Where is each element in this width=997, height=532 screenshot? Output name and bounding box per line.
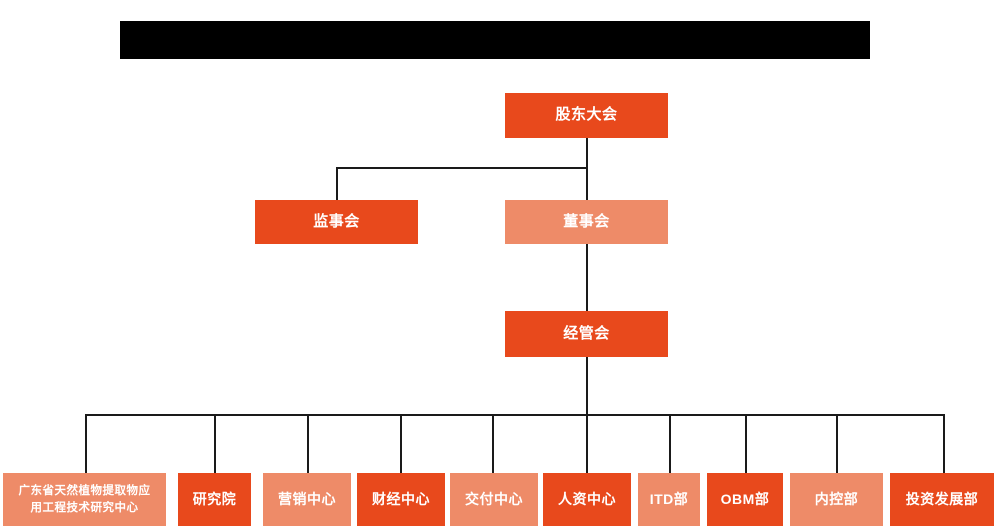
node-label-obm-department: OBM部 — [720, 490, 770, 507]
node-label-marketing-center: 营销中心 — [278, 490, 336, 507]
connector-drop-guangdong-research-center — [85, 414, 87, 473]
node-management-committee[interactable]: 经管会 — [505, 311, 668, 357]
connector-shareholders-stem — [586, 138, 588, 168]
node-delivery-center[interactable]: 交付中心 — [450, 473, 538, 526]
connector-level1-bus — [336, 167, 588, 169]
node-label-research-institute: 研究院 — [192, 490, 237, 507]
node-label-line-2: 用工程技术研究中心 — [30, 501, 139, 514]
node-label-finance-center: 财经中心 — [372, 490, 430, 507]
connector-drop-internal-control-department — [836, 414, 838, 473]
node-supervisory-board[interactable]: 监事会 — [255, 200, 418, 244]
node-research-institute[interactable]: 研究院 — [178, 473, 251, 526]
node-guangdong-research-center[interactable]: 广东省天然植物提取物应 用工程技术研究中心 — [3, 473, 166, 526]
connector-drop-research-institute — [214, 414, 216, 473]
node-marketing-center[interactable]: 营销中心 — [263, 473, 351, 526]
node-label-management-committee: 经管会 — [563, 324, 610, 342]
node-shareholders-meeting[interactable]: 股东大会 — [505, 93, 668, 138]
connector-drop-hr-center — [586, 414, 588, 473]
connector-drop-itd-department — [669, 414, 671, 473]
connector-directors-drop — [586, 167, 588, 200]
node-label-itd-department: ITD部 — [649, 490, 689, 507]
node-label-delivery-center: 交付中心 — [465, 490, 523, 507]
connector-directors-to-management — [586, 243, 588, 311]
node-label-internal-control-department: 内控部 — [814, 490, 859, 507]
connector-drop-obm-department — [745, 414, 747, 473]
node-label-supervisory-board: 监事会 — [313, 212, 360, 230]
node-label-investment-development-department: 投资发展部 — [905, 490, 979, 507]
node-itd-department[interactable]: ITD部 — [638, 473, 700, 526]
connector-management-stem — [586, 357, 588, 415]
node-hr-center[interactable]: 人资中心 — [543, 473, 631, 526]
node-obm-department[interactable]: OBM部 — [707, 473, 783, 526]
node-investment-development-department[interactable]: 投资发展部 — [890, 473, 994, 526]
connector-drop-marketing-center — [307, 414, 309, 473]
connector-supervisory-drop — [336, 167, 338, 200]
node-label-hr-center: 人资中心 — [558, 490, 616, 507]
node-board-of-directors[interactable]: 董事会 — [505, 200, 668, 244]
node-internal-control-department[interactable]: 内控部 — [790, 473, 883, 526]
node-label-shareholders-meeting: 股东大会 — [555, 106, 618, 124]
redacted-title-banner — [120, 21, 870, 59]
node-label-guangdong-research-center: 广东省天然植物提取物应 用工程技术研究中心 — [3, 483, 166, 516]
node-label-board-of-directors: 董事会 — [563, 212, 610, 230]
connector-level4-bus — [85, 414, 944, 416]
connector-drop-investment-development-department — [943, 414, 945, 473]
connector-drop-delivery-center — [492, 414, 494, 473]
node-label-line-1: 广东省天然植物提取物应 — [18, 484, 151, 497]
node-finance-center[interactable]: 财经中心 — [357, 473, 445, 526]
connector-drop-finance-center — [400, 414, 402, 473]
